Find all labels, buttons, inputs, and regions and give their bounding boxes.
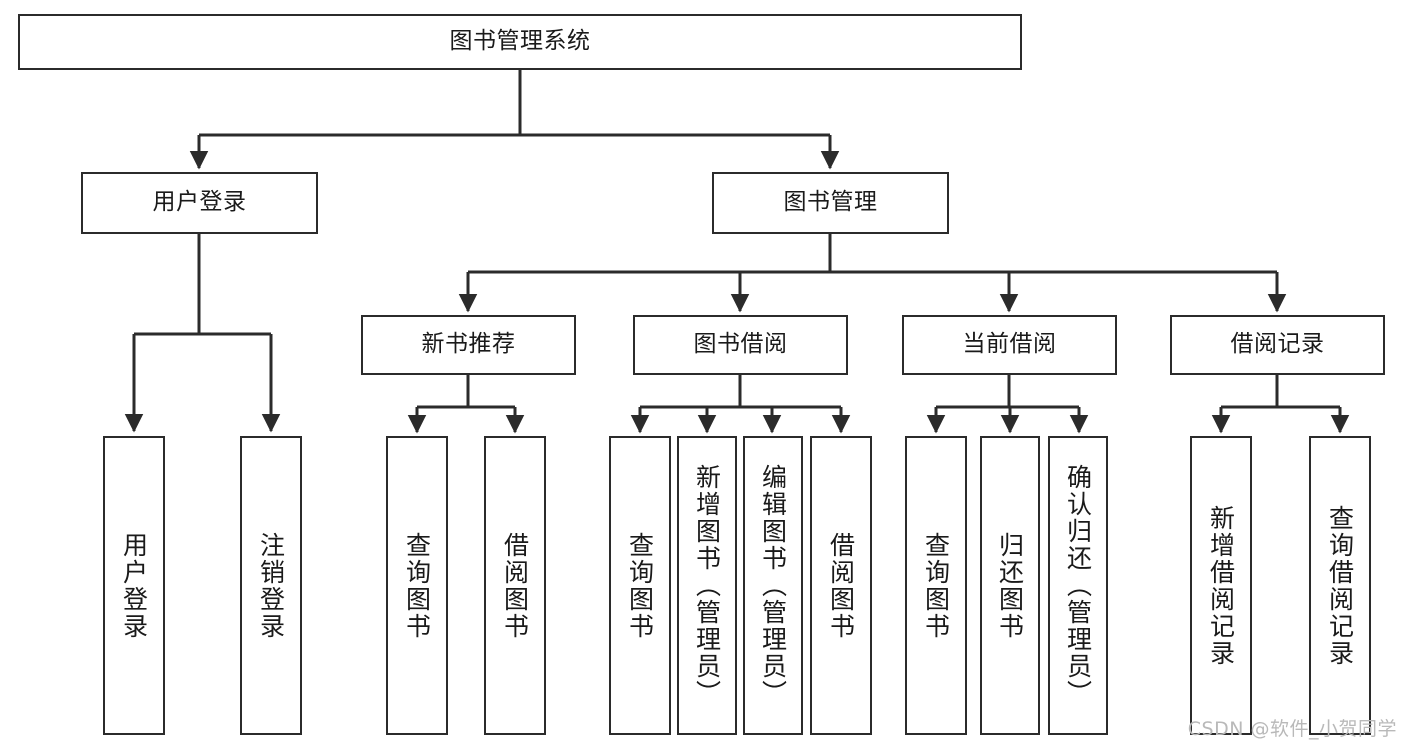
node-label: 新增借阅记录 <box>1206 504 1236 667</box>
node-label: 查询借阅记录 <box>1325 504 1355 667</box>
node-leaf-query-book-3[interactable]: 查询图书 <box>905 436 967 735</box>
node-label: 归还图书 <box>995 531 1025 640</box>
node-label: 图书借阅 <box>693 331 788 358</box>
node-label: 用户登录 <box>119 531 149 640</box>
node-book-manage[interactable]: 图书管理 <box>712 172 949 234</box>
node-leaf-edit-book[interactable]: 编辑图书（管理员） <box>743 436 803 735</box>
node-leaf-user-login[interactable]: 用户登录 <box>103 436 165 735</box>
node-label: 图书管理系统 <box>449 28 591 55</box>
node-label: 编辑图书（管理员） <box>758 464 788 707</box>
node-label: 借阅记录 <box>1230 331 1325 358</box>
node-book-borrow[interactable]: 图书借阅 <box>633 315 848 375</box>
node-label: 当前借阅 <box>962 331 1057 358</box>
node-current-borrow[interactable]: 当前借阅 <box>902 315 1117 375</box>
node-label: 新增图书（管理员） <box>692 464 722 707</box>
node-leaf-borrow-book-2[interactable]: 借阅图书 <box>810 436 872 735</box>
node-leaf-borrow-book-1[interactable]: 借阅图书 <box>484 436 546 735</box>
node-label: 用户登录 <box>152 189 247 216</box>
node-leaf-query-book-1[interactable]: 查询图书 <box>386 436 448 735</box>
node-leaf-logout-login[interactable]: 注销登录 <box>240 436 302 735</box>
node-leaf-query-record[interactable]: 查询借阅记录 <box>1309 436 1371 735</box>
node-leaf-add-book[interactable]: 新增图书（管理员） <box>677 436 737 735</box>
node-label: 新书推荐 <box>421 331 516 358</box>
watermark-text: CSDN @软件_小贺同学 <box>1187 718 1397 740</box>
node-borrow-record[interactable]: 借阅记录 <box>1170 315 1385 375</box>
node-new-book-rec[interactable]: 新书推荐 <box>361 315 576 375</box>
node-leaf-return-book[interactable]: 归还图书 <box>980 436 1040 735</box>
node-user-login[interactable]: 用户登录 <box>81 172 318 234</box>
node-label: 借阅图书 <box>826 531 856 640</box>
node-label: 查询图书 <box>921 531 951 640</box>
node-leaf-query-book-2[interactable]: 查询图书 <box>609 436 671 735</box>
node-label: 图书管理 <box>783 189 878 216</box>
node-label: 借阅图书 <box>500 531 530 640</box>
node-leaf-confirm-return[interactable]: 确认归还（管理员） <box>1048 436 1108 735</box>
node-root-system[interactable]: 图书管理系统 <box>18 14 1022 70</box>
node-label: 查询图书 <box>402 531 432 640</box>
node-label: 确认归还（管理员） <box>1063 464 1093 707</box>
node-label: 注销登录 <box>256 531 286 640</box>
node-label: 查询图书 <box>625 531 655 640</box>
node-leaf-add-record[interactable]: 新增借阅记录 <box>1190 436 1252 735</box>
